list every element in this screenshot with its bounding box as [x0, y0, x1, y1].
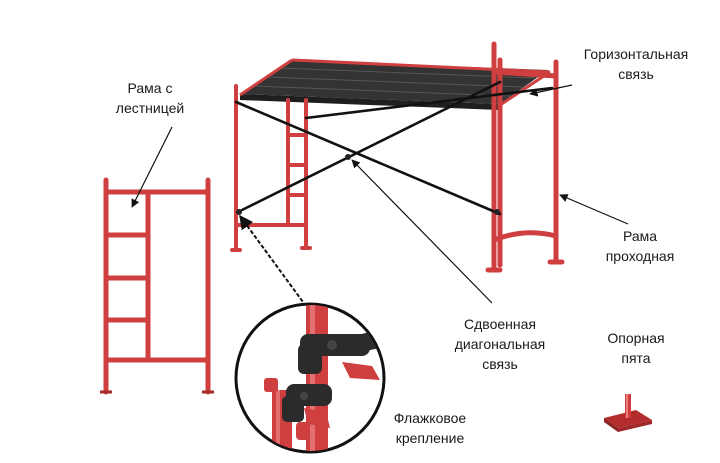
scaffold-deck [239, 58, 551, 110]
arrow-icon [529, 84, 573, 97]
label-double-diagonal: Сдвоенная диагональная связь [454, 316, 546, 372]
scaffold-left-frame [230, 84, 312, 252]
arrow-icon [131, 126, 173, 208]
brace-clamps [236, 154, 500, 215]
base-plate [604, 394, 652, 432]
label-ladder-frame: Рама с лестницей [115, 80, 185, 116]
detail-pointer [239, 214, 304, 303]
label-horizontal-link: Горизонтальная связь [583, 46, 689, 82]
callout-arrows [131, 84, 629, 304]
arrow-icon [559, 194, 629, 225]
label-flag-clamp: Флажковое крепление [393, 410, 467, 446]
ladder-frame [103, 177, 211, 395]
label-walk-frame: Рама проходная [605, 228, 675, 264]
scaffold-right-frame [485, 41, 565, 273]
arrow-icon [351, 159, 493, 304]
label-base-plate: Опорная пята [607, 330, 665, 366]
magnifier-circle [234, 302, 386, 454]
scaffold-braces [234, 80, 554, 216]
